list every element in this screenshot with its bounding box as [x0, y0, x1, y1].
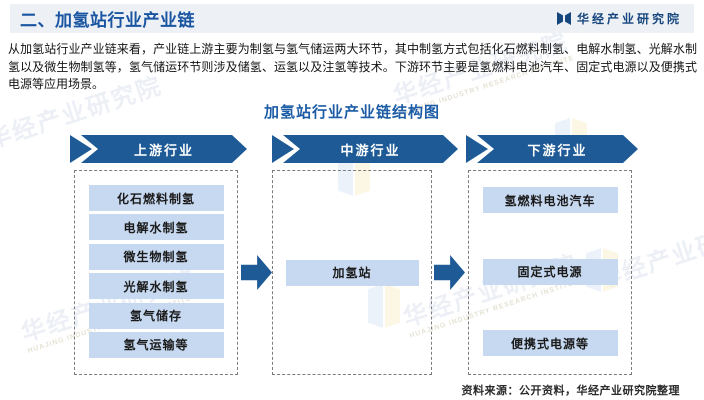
right-arrow-icon [434, 255, 465, 290]
banner-downstream-label: 下游行业 [527, 142, 588, 158]
brand: 华经产业研究院 [557, 4, 682, 33]
node-hydrogen-transport: 氢气运输等 [88, 331, 224, 358]
right-arrow-icon [241, 255, 272, 290]
node-hydrogen-station: 加氢站 [285, 259, 419, 286]
banner-midstream-label: 中游行业 [340, 142, 401, 158]
node-hydrogen-storage: 氢气储存 [88, 302, 224, 329]
node-microbial-hydrogen: 微生物制氢 [88, 243, 224, 270]
node-fossil-fuel-hydrogen: 化石燃料制氢 [88, 185, 224, 211]
node-photolysis-hydrogen: 光解水制氢 [88, 273, 224, 300]
banner-upstream-label: 上游行业 [133, 142, 194, 158]
banner-upstream: 上游行业 [70, 135, 247, 163]
diagram-title: 加氢站行业产业链结构图 [263, 104, 440, 121]
header-bar: 二、加氢站行业产业链 华经产业研究院 [10, 4, 694, 33]
intro-paragraph: 从加氢站行业产业链来看，产业链上游主要为制氢与氢气储运两大环节，其中制氢方式包括… [8, 42, 697, 92]
node-fuel-cell-vehicle: 氢燃料电池汽车 [482, 187, 618, 213]
node-portable-power: 便携式电源等 [482, 330, 618, 356]
midstream-column: 加氢站 [272, 170, 432, 375]
upstream-column: 化石燃料制氢 电解水制氢 微生物制氢 光解水制氢 氢气储存 氢气运输等 [74, 170, 238, 375]
page-title: 二、加氢站行业产业链 [20, 11, 195, 30]
banner-midstream: 中游行业 [272, 135, 458, 163]
downstream-column: 氢燃料电池汽车 固定式电源 便携式电源等 [468, 170, 632, 375]
brand-logo-icon [557, 12, 571, 25]
node-electrolysis-hydrogen: 电解水制氢 [88, 214, 224, 241]
source-note: 资料来源：公开资料，华经产业研究院整理 [461, 385, 680, 397]
banner-downstream: 下游行业 [466, 135, 638, 163]
node-stationary-power: 固定式电源 [482, 258, 618, 285]
brand-name: 华经产业研究院 [576, 12, 682, 26]
